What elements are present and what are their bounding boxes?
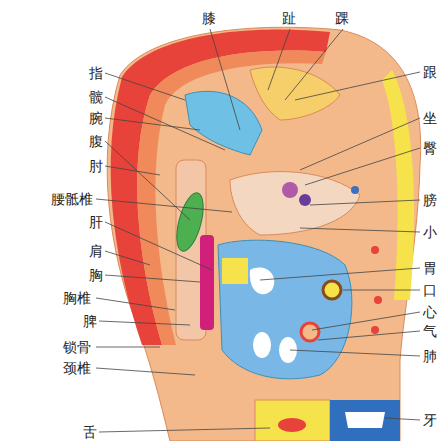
part-label: 舌 [82,424,98,440]
teeth-shape [345,412,385,428]
heart-ring [301,323,319,341]
marker-dot [371,326,379,334]
tongue-region [255,400,330,441]
part-label: 小 [422,224,438,240]
part-label: 腰骶椎 [50,191,94,207]
leader-line [260,268,420,280]
leader-line [210,29,240,130]
stomach-shape [250,268,274,295]
cymba-dot [282,182,298,198]
part-label: 锁骨 [62,339,92,355]
leader-line [300,118,420,170]
part-label: 肘 [88,158,104,174]
lung-shape [253,332,271,358]
part-label: 胸椎 [62,290,92,306]
stomach-cell [222,258,248,284]
leader-line [310,200,420,205]
part-label: 腹 [88,133,104,149]
leader-line [105,222,212,270]
part-label: 踝 [334,10,350,26]
cymba-dot [299,194,311,206]
leader-line [96,347,160,348]
part-label: 脾 [82,313,98,329]
part-label: 胸 [88,267,104,283]
leader-line [105,73,185,100]
marker-dot [351,186,359,194]
leader-line [300,228,420,232]
part-label: 坐 [422,110,438,126]
part-label: 牙 [422,412,438,428]
cavum-concha [218,240,352,379]
leader-line [96,298,175,310]
part-label: 趾 [281,10,297,26]
leader-line [343,290,420,291]
leader-line [105,275,200,282]
part-label: 心 [422,304,438,320]
leader-line [290,350,420,356]
part-label: 腕 [88,110,104,126]
leader-line [99,321,190,325]
leader-line [105,141,190,220]
tongue-shape [278,418,306,432]
helix-right-band [382,70,414,300]
part-label: 肝 [88,214,104,230]
part-label: 肺 [422,348,438,364]
marker-dot [371,246,379,254]
leader-line [385,418,420,420]
leader-line [268,29,290,90]
part-label: 口 [422,282,438,298]
leader-line [295,72,420,100]
part-label: 颈椎 [62,360,92,376]
triangular-fossa [250,67,340,120]
leader-line [96,199,232,212]
leader-line [105,118,200,130]
teeth-region [330,400,400,441]
leader-line [99,428,270,432]
part-label: 指 [88,65,104,81]
part-label: 膀 [422,192,438,208]
mouth-ring [323,281,341,299]
leader-lines [96,29,420,432]
leader-line [105,166,160,175]
leader-line [105,97,225,150]
part-label: 膝 [201,10,217,26]
part-label: 胃 [422,260,438,276]
leader-line [285,29,343,100]
part-label: 髋 [88,89,104,105]
leader-line [305,148,420,185]
part-label: 肩 [88,243,104,259]
antihelix-top [185,91,262,155]
leader-line [105,251,150,265]
leader-line [96,368,195,375]
leader-line [312,312,420,330]
part-label: 跟 [422,64,438,80]
part-label: 臀 [422,140,438,156]
chest-band [200,235,214,330]
leader-line [318,331,420,340]
part-label: 气 [422,323,438,339]
marker-dot [374,296,382,304]
